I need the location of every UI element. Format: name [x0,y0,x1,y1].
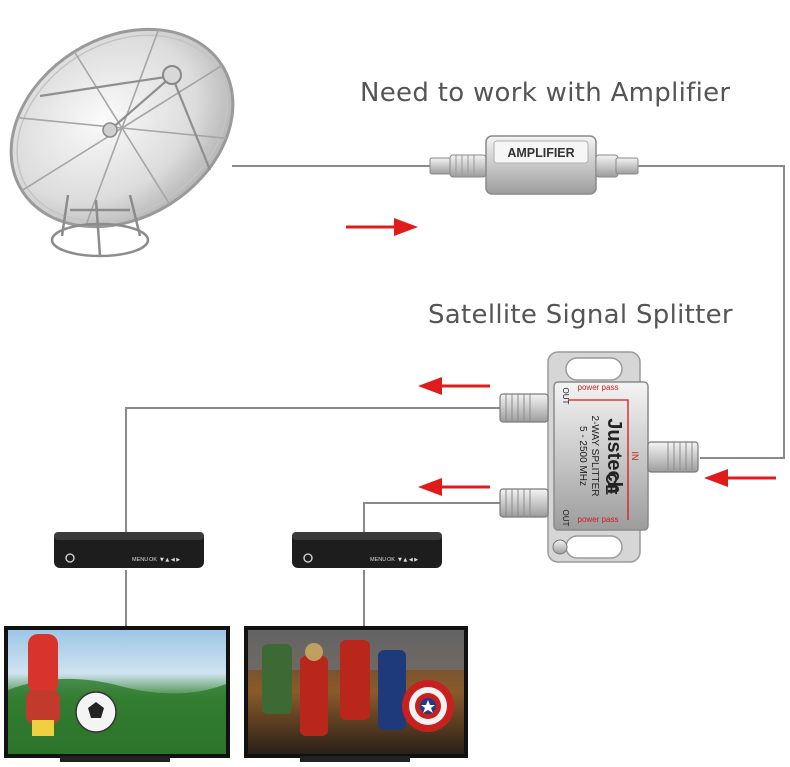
tv-football [4,626,230,762]
splitter-brand: Justech [603,418,625,494]
receiver-2: MENU OK ▼ ▲ ◀ ▶ [292,532,442,568]
receiver-nav-keys: ▼ ▲ ◀ ▶ [398,557,418,563]
receiver-1: MENU OK ▼ ▲ ◀ ▶ [54,532,204,568]
in-port [647,441,699,473]
cable-amp-to-splitter [638,165,785,459]
out-port-1 [499,393,549,423]
power-pass-top: power pass [578,383,619,392]
satellite-dish [9,27,235,258]
receiver-ok-label: OK [149,557,157,563]
in-label: IN [630,452,640,461]
splitter: Justech 2-WAY SPLITTER 5 - 2500 MHz CE I… [499,351,699,563]
splitter-range: 5 - 2500 MHz [577,426,588,486]
cable-out2-to-receiver2 [363,502,500,532]
amplifier-note: Need to work with Amplifier [360,78,731,108]
ce-mark: CE [602,473,619,496]
out-port-2 [499,488,549,518]
arrow-left-icon [704,469,776,487]
power-pass-bottom: power pass [578,515,619,524]
arrow-right-icon [346,218,418,236]
out-label-top: OUT [561,388,570,405]
splitter-title: Satellite Signal Splitter [428,300,733,330]
power-icon [303,553,313,563]
amplifier: AMPLIFIER [429,135,639,195]
splitter-model: 2-WAY SPLITTER [589,416,600,497]
arrow-left-icon [418,377,490,395]
receiver-menu-label: MENU [370,557,386,563]
receiver-menu-label: MENU [132,557,148,563]
out-label-bottom: OUT [561,510,570,527]
receiver-ok-label: OK [387,557,395,563]
cable-out1-to-receiver1 [125,407,500,532]
cable-lines [125,165,785,628]
arrow-left-icon [418,478,490,496]
tv-movie [244,626,468,762]
signal-arrows [346,218,776,496]
amplifier-text: AMPLIFIER [507,146,574,160]
receiver-nav-keys: ▼ ▲ ◀ ▶ [160,557,180,563]
power-icon [65,553,75,563]
